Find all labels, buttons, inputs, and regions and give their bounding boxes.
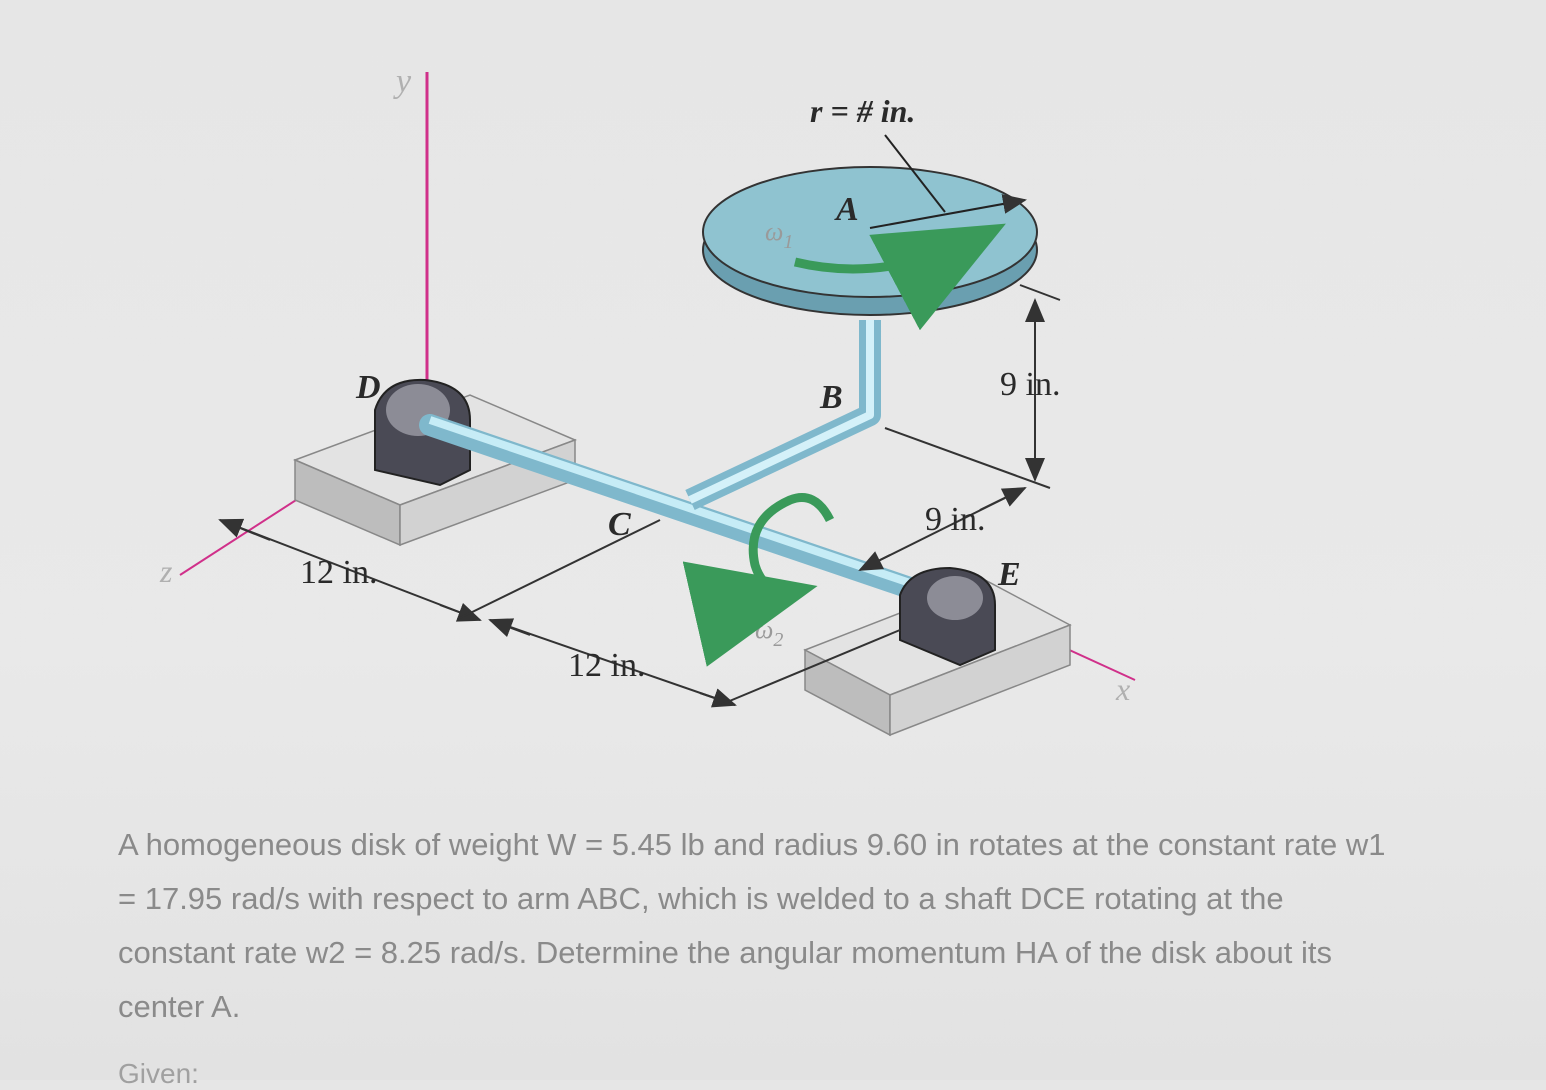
omega1-arrow	[793, 223, 1006, 331]
mechanism-diagram: y z x r = # in.	[159, 63, 1136, 737]
label-c: C	[608, 506, 631, 543]
label-b: B	[819, 379, 843, 416]
bearing-e	[899, 566, 996, 667]
omega1-label: ω1	[765, 217, 793, 253]
z-axis-label: z	[159, 553, 173, 589]
arm-abc	[685, 320, 881, 510]
radius-line	[869, 194, 1027, 229]
problem-statement: A homogeneous disk of weight W = 5.45 lb…	[118, 827, 1386, 1024]
label-a: A	[834, 191, 859, 228]
omega2-arrow	[682, 493, 835, 667]
given-label: Given:	[118, 1058, 199, 1089]
disk-a	[702, 166, 1038, 331]
dim-shaft-label: 12 in.	[568, 647, 645, 684]
dim-shaft-12in	[459, 519, 901, 708]
shaft-dce	[419, 414, 971, 616]
dim-height-label: 9 in.	[1000, 366, 1060, 403]
dim-z-12in	[218, 518, 482, 622]
dim-offset-9in	[858, 487, 1027, 571]
x-axis-label: x	[1115, 671, 1130, 707]
dim-offset-label: 9 in.	[925, 501, 985, 538]
omega2-label: ω2	[755, 615, 783, 651]
y-axis-label: y	[393, 63, 412, 100]
label-d: D	[355, 369, 381, 406]
dim-z-label: 12 in.	[300, 554, 377, 591]
label-e: E	[997, 556, 1021, 593]
radius-label: r = # in.	[810, 93, 915, 129]
dim-height-9in	[884, 284, 1061, 489]
radius-leader	[884, 134, 946, 213]
